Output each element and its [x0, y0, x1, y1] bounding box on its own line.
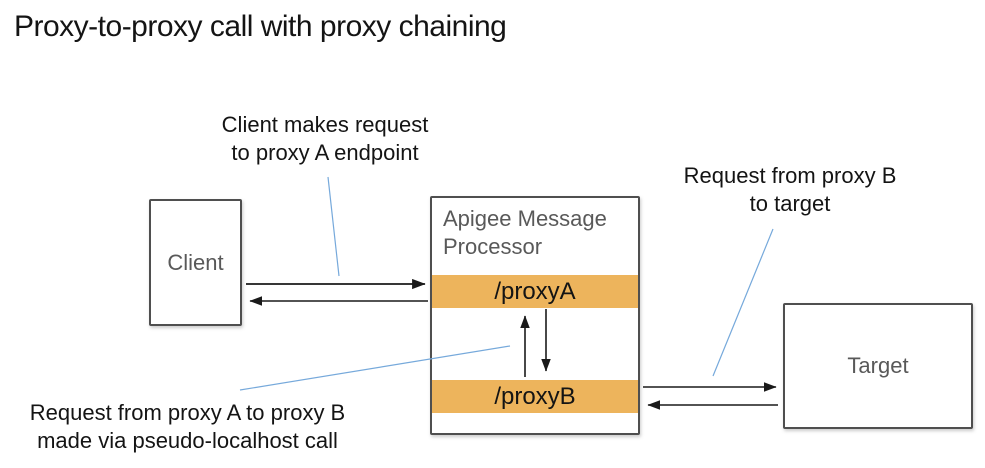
diagram-title: Proxy-to-proxy call with proxy chaining: [14, 10, 507, 43]
annotation-line: to proxy A endpoint: [231, 140, 419, 165]
leader-line-proxyb-to-target: [712, 228, 774, 377]
leader-line-client-request: [327, 176, 340, 277]
target-box: Target: [783, 303, 973, 429]
proxya-endpoint-label: /proxyA: [494, 277, 576, 305]
proxyb-endpoint-label: /proxyB: [494, 382, 576, 410]
annotation-line: Request from proxy B: [683, 163, 897, 188]
client-box-label: Client: [167, 249, 224, 275]
annotation-line: to target: [749, 191, 831, 216]
annotation-proxyb-to-target: Request from proxy B to target: [640, 162, 940, 218]
message-processor-box: Apigee Message Processor /proxyA /proxyB: [430, 196, 640, 435]
client-box: Client: [149, 199, 242, 326]
message-processor-title: Apigee Message Processor: [443, 206, 607, 259]
proxya-endpoint-bar: /proxyA: [432, 275, 638, 308]
proxyb-endpoint-bar: /proxyB: [432, 380, 638, 413]
annotation-line: made via pseudo-localhost call: [37, 428, 338, 453]
annotation-client-request: Client makes request to proxy A endpoint: [175, 111, 475, 167]
annotation-proxya-to-proxyb: Request from proxy A to proxy B made via…: [10, 399, 365, 455]
target-box-label: Target: [847, 353, 909, 378]
annotation-line: Client makes request: [221, 112, 429, 137]
annotation-line: Request from proxy A to proxy B: [29, 400, 346, 425]
